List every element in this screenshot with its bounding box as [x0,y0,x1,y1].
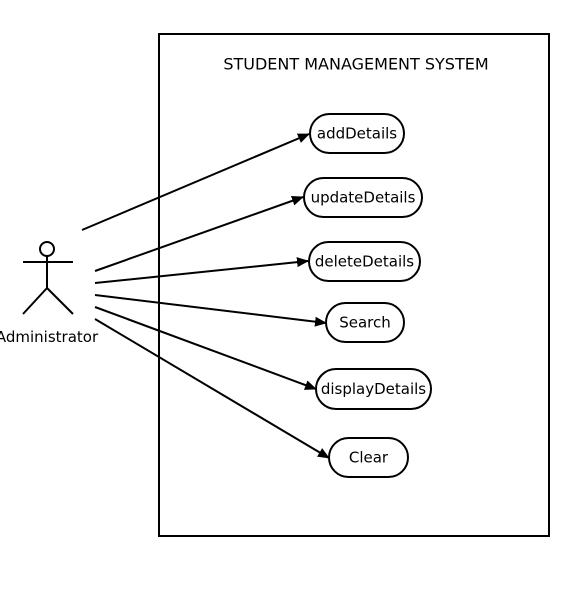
use-case-shape [308,241,421,282]
use-case-label: deleteDetails [315,253,414,271]
use-case-add-details: addDetails [309,113,405,154]
use-case-shape [325,302,405,343]
association-add-details [81,133,310,231]
use-case-display-details: displayDetails [315,368,432,410]
association-clear [94,318,330,459]
use-case-label: addDetails [317,125,397,143]
system-title: STUDENT MANAGEMENT SYSTEM [223,55,488,74]
association-display-details [94,306,317,390]
use-case-label: Search [339,314,391,332]
use-case-shape [328,437,409,478]
actor-left-leg [22,287,48,315]
use-case-label: displayDetails [321,380,426,398]
actor-right-leg [46,287,74,315]
use-case-label: updateDetails [311,189,416,207]
association-delete-details [94,257,309,284]
actor-administrator: Administrator [0,241,99,346]
actor-head [39,241,55,257]
actor-label: Administrator [0,328,99,346]
association-search [94,294,327,327]
use-case-update-details: updateDetails [303,177,423,218]
system-boundary [158,33,550,537]
use-case-delete-details: deleteDetails [308,241,421,282]
use-case-shape [309,113,405,154]
use-case-search: Search [325,302,405,343]
use-case-clear: Clear [328,437,409,478]
use-case-label: Clear [349,449,389,467]
use-case-shape [303,177,423,218]
association-update-details [94,195,304,272]
use-case-shape [315,368,432,410]
